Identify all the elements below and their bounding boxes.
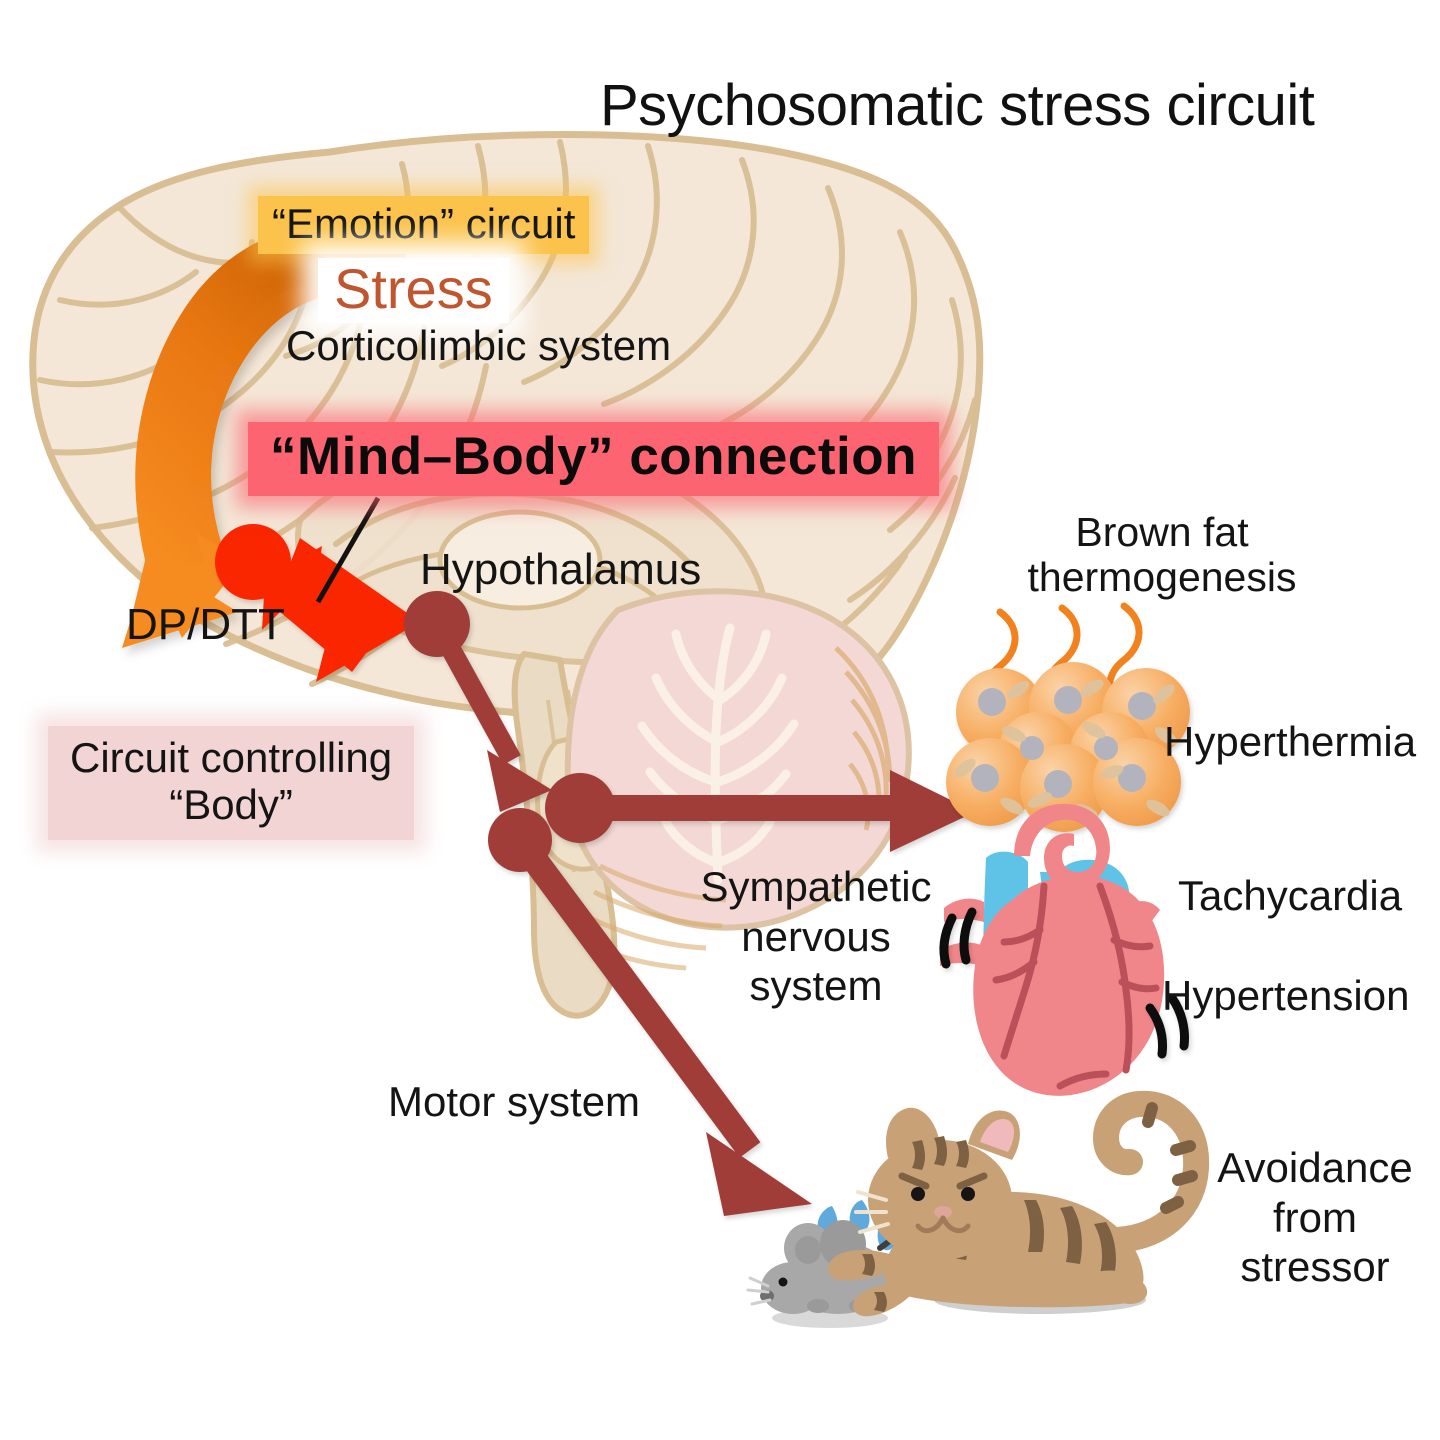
avoidance-line2: from [1273, 1193, 1357, 1241]
dp-dtt-label: DP/DTT [126, 600, 285, 649]
hypothalamus-label: Hypothalamus [420, 545, 702, 594]
corticolimbic-system-label: Corticolimbic system [286, 322, 672, 369]
brown-fat-thermogenesis-label: Brown fat thermogenesis [1012, 509, 1312, 601]
brown-fat-line1: Brown fat [1075, 509, 1249, 555]
page-title: Psychosomatic stress circuit [600, 73, 1315, 138]
circuit-controlling-body-line2: “Body” [169, 781, 293, 829]
hypertension-label: Hypertension [1162, 972, 1410, 1019]
sns-line2: nervous [741, 912, 891, 960]
avoidance-line1: Avoidance [1217, 1144, 1413, 1191]
avoidance-line3: stressor [1240, 1243, 1390, 1291]
avoidance-from-stressor-label: Avoidance from stressor [1200, 1143, 1430, 1292]
circuit-controlling-body-line1: Circuit controlling [70, 734, 393, 781]
red-arrow-icon [215, 524, 420, 682]
mind-body-connection-banner: “Mind–Body” connection [248, 422, 939, 496]
sns-line3: system [749, 962, 883, 1010]
heart-icon [939, 803, 1189, 1096]
cat-icon [828, 1090, 1210, 1317]
brown-fat-line2: thermogenesis [1027, 554, 1297, 601]
sns-line1: Sympathetic [700, 863, 932, 910]
hyperthermia-label: Hyperthermia [1164, 718, 1417, 765]
brown-arrow-icon [404, 591, 975, 1216]
stress-label: Stress [318, 258, 509, 323]
mindbody-pointer-line-icon [315, 496, 381, 604]
emotion-circuit-banner: “Emotion” circuit [258, 196, 590, 255]
tachycardia-label: Tachycardia [1178, 872, 1403, 919]
sympathetic-nervous-system-label: Sympathetic nervous system [686, 862, 946, 1011]
circuit-controlling-body-banner: Circuit controlling “Body” [48, 726, 415, 841]
motor-system-label: Motor system [388, 1078, 641, 1125]
brown-fat-cells-icon [946, 602, 1190, 832]
